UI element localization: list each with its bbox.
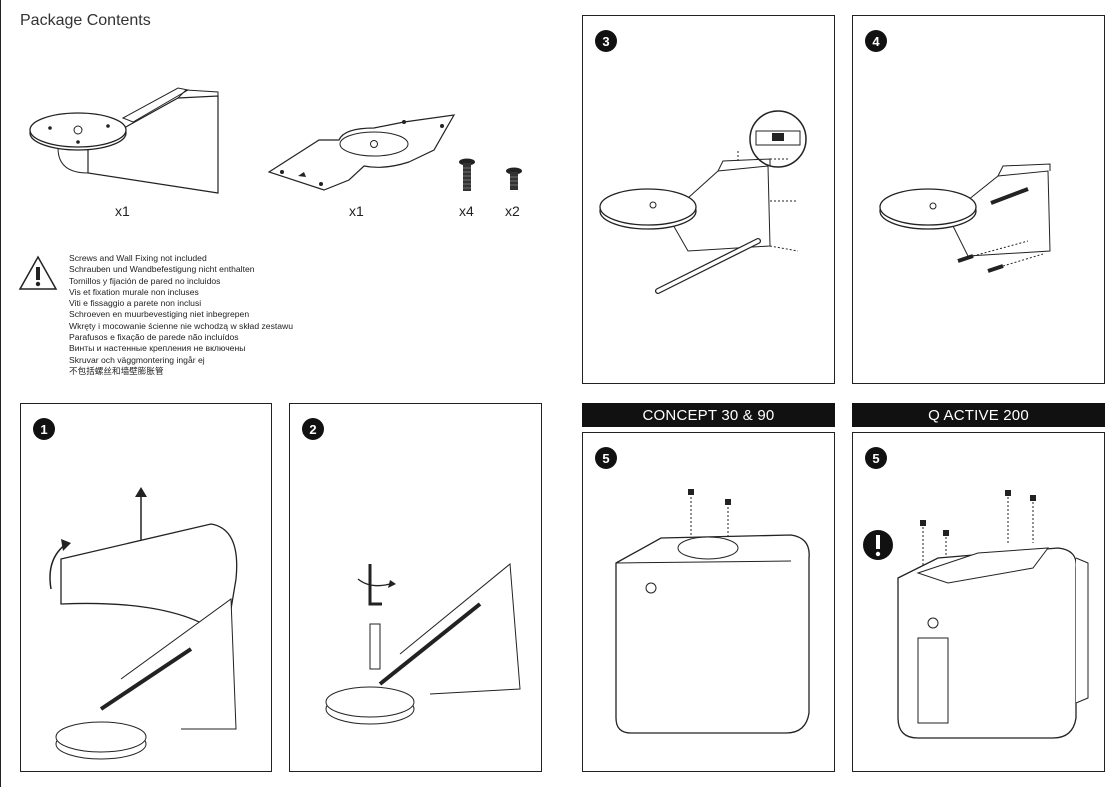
step-5-q-active-panel: 5 (852, 432, 1105, 772)
concept-speaker-plate-illustration (615, 489, 810, 734)
screws-not-included-notice: Screws and Wall Fixing not included Schr… (69, 253, 293, 377)
hex-key-adjust-illustration (325, 563, 521, 725)
step-4-panel: 4 (852, 15, 1105, 384)
page-left-rule (0, 0, 1, 787)
notice-line: Vis et fixation murale non incluses (69, 286, 199, 297)
package-contents-title: Package Contents (20, 12, 151, 29)
bracket-wall-mount-illustration (879, 163, 1051, 273)
notice-line: Tornillos y fijación de pared no incluid… (69, 275, 221, 286)
notice-line: Винты и настенные крепления не включены (69, 343, 246, 354)
notice-line: Parafusos e fixação de parede não incluí… (69, 332, 239, 343)
step-number-badge: 4 (865, 30, 887, 52)
caution-icon (863, 530, 893, 560)
notice-line: Viti e fissaggio a parete non inclusi (69, 298, 202, 309)
step-5-concept-panel: 5 (582, 432, 835, 772)
step-number-badge: 1 (33, 418, 55, 440)
notice-line: Wkręty i mocowanie ścienne nie wchodzą w… (69, 320, 294, 331)
bracket-leveling-illustration (599, 110, 807, 294)
step-number-badge: 3 (595, 30, 617, 52)
concept-30-90-header: CONCEPT 30 & 90 (582, 403, 835, 427)
step-number-badge: 5 (595, 447, 617, 469)
notice-line: Skruvar och väggmontering ingår ej (69, 354, 205, 365)
remove-cover-illustration (49, 487, 238, 760)
step-number-badge: 2 (302, 418, 324, 440)
step-2-panel: 2 (289, 403, 542, 772)
long-screw-qty: x4 (459, 203, 474, 219)
notice-line: Schroeven en muurbevestiging niet inbegr… (69, 309, 250, 320)
short-screw-icon (506, 167, 522, 190)
short-screw-qty: x2 (505, 203, 520, 219)
q-active-200-header: Q ACTIVE 200 (852, 403, 1105, 427)
q-active-speaker-plate-illustration (897, 490, 1089, 739)
notice-line: Schrauben und Wandbefestigung nicht enth… (69, 264, 255, 275)
wall-bracket-icon (29, 87, 219, 194)
step-1-panel: 1 (20, 403, 272, 772)
notice-line: Screws and Wall Fixing not included (69, 253, 207, 263)
step-3-panel: 3 (582, 15, 835, 384)
notice-line: 不包括螺丝和墙壁膨胀管 (69, 365, 164, 376)
plate-qty: x1 (349, 203, 364, 219)
bracket-qty: x1 (115, 203, 130, 219)
warning-icon (18, 255, 58, 290)
step-number-badge: 5 (865, 447, 887, 469)
mounting-plate-icon (267, 114, 456, 191)
long-screw-icon (459, 158, 475, 191)
